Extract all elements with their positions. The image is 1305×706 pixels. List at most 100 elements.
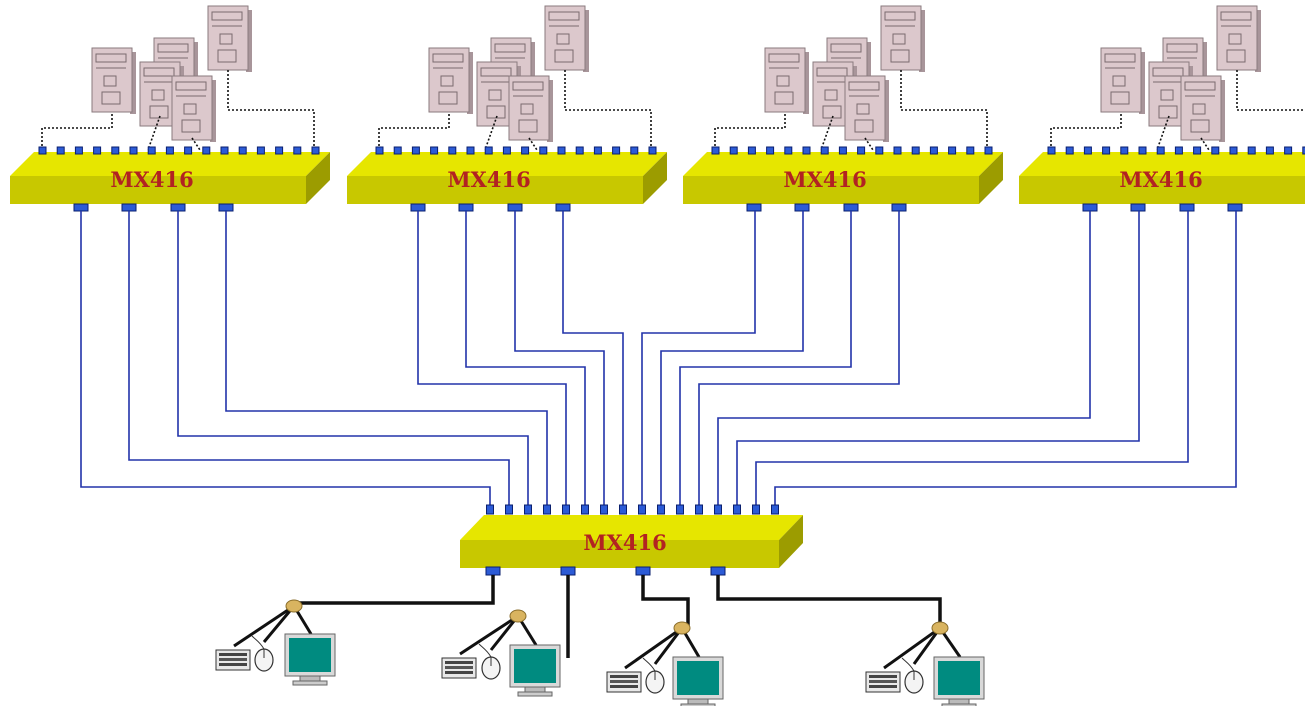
server-port [893,146,902,155]
cascade-in-port [619,504,627,515]
server-port [293,146,302,155]
server-port [111,146,120,155]
server-cable [1236,70,1305,111]
console-station-3 [606,575,724,706]
cascade-cable [514,211,605,505]
cascade-in-port [505,504,513,515]
switch-side [979,152,1003,204]
server-port [1193,146,1202,155]
server-port [575,146,584,155]
keyboard-cable [459,614,519,656]
switch-label: MX416 [1119,167,1202,192]
server-port [857,146,866,155]
central-switch: MX416 [460,504,803,576]
cascade-in-port [695,504,703,515]
mouse-cable [262,605,296,643]
server-port [1211,146,1220,155]
switch-label: MX416 [783,167,866,192]
cascade-cable [679,211,852,505]
server-port [448,146,457,155]
mouse-cable [912,627,942,665]
cascade-cable [225,211,548,505]
server-port [612,146,621,155]
server-port [648,146,657,155]
cascade-port [1082,203,1098,212]
cascade-in-port [600,504,608,515]
server-cable [714,114,786,150]
console-port [560,566,576,576]
console-cable [294,575,495,605]
server-port [557,146,566,155]
server-icon [1180,75,1226,143]
console-port [635,566,651,576]
server-icon [1216,5,1262,73]
server-icon [171,75,217,143]
server-icon [207,5,253,73]
cascade-port [507,203,523,212]
switch-group-2: MX416 [347,5,667,212]
keyboard-cable [624,626,683,670]
server-cable [864,137,874,151]
splitter-hub [509,609,527,623]
server-port [220,146,229,155]
keyboard-icon [865,671,901,693]
server-port [966,146,975,155]
server-port [1229,146,1238,155]
switch-top [1019,152,1305,176]
server-cable [378,114,450,150]
splitter-hub [931,621,949,635]
cascade-in-port [638,504,646,515]
cascade-port [746,203,762,212]
cascade-port [1179,203,1195,212]
mouse-icon [478,643,501,680]
mouse-icon [251,635,274,672]
mouse-cable [489,615,520,651]
cascade-cable [717,211,1091,505]
server-port [1083,146,1092,155]
cascade-cable [774,211,1237,505]
server-port [38,146,47,155]
server-port [56,146,65,155]
server-cable [564,70,652,150]
cascade-cable [660,211,804,505]
mouse-icon [901,657,924,694]
server-port [484,146,493,155]
console-cable [716,575,942,628]
cascade-in-port [714,504,722,515]
server-cable [528,137,538,151]
console-station-2 [441,575,570,697]
server-port [129,146,138,155]
server-port [202,146,211,155]
switch-side [643,152,667,204]
server-port [74,146,83,155]
server-port [766,146,775,155]
server-port [375,146,384,155]
server-icon [544,5,590,73]
server-port [147,146,156,155]
cascade-cable [641,211,756,505]
cascade-port [1227,203,1243,212]
server-port [875,146,884,155]
console-port [485,566,501,576]
cascade-port [891,203,907,212]
monitor-icon [933,656,985,706]
cascade-in-port [657,504,665,515]
splitter-hub [673,621,691,635]
server-port [911,146,920,155]
cascade-cable [562,211,624,505]
console-station-4 [716,575,985,706]
server-port [502,146,511,155]
cascade-cables [80,211,1237,505]
console-station-1 [215,575,495,686]
server-port [1138,146,1147,155]
central-switch-front [460,540,779,568]
keyboard-icon [215,649,251,671]
keyboard-cable [233,604,295,648]
switch-group-3: MX416 [683,5,1003,212]
keyboard-icon [441,657,477,679]
server-port [256,146,265,155]
server-port [165,146,174,155]
server-port [1174,146,1183,155]
switch-front [10,176,306,204]
